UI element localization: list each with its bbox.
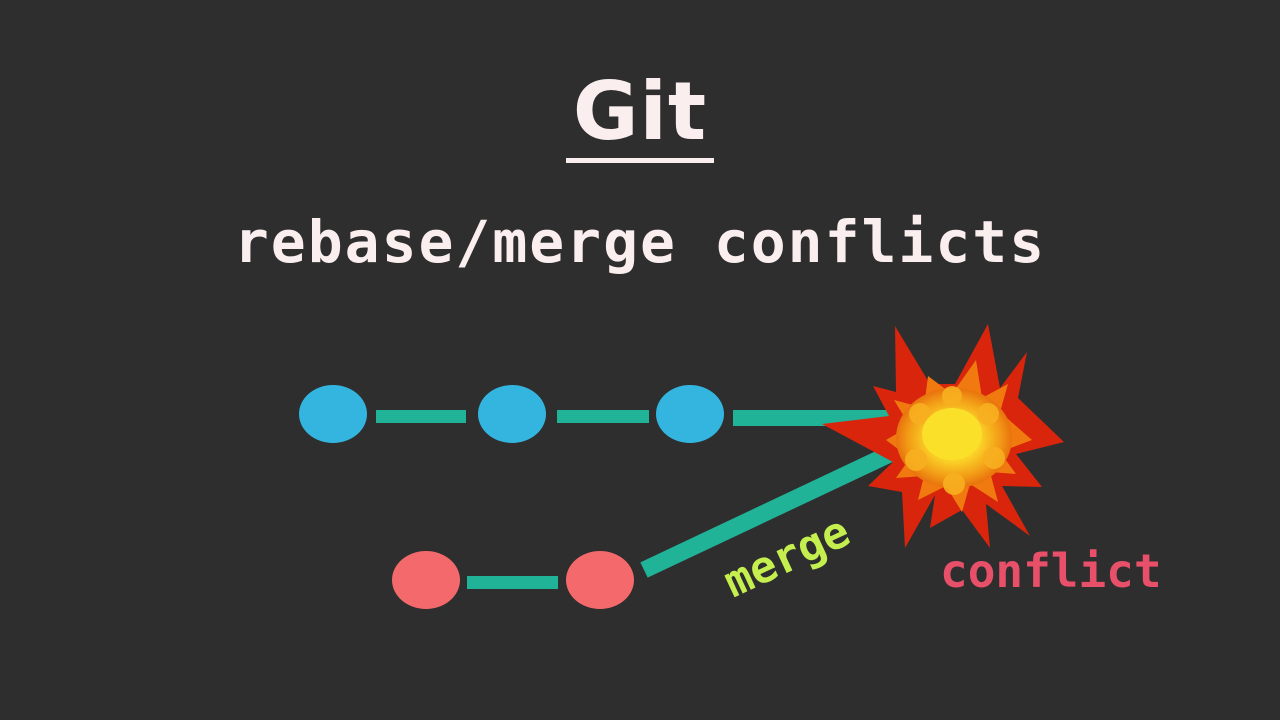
conflict-label: conflict xyxy=(940,544,1162,598)
feature-commit-2 xyxy=(566,551,634,609)
explosion-icon xyxy=(822,324,1064,548)
main-commit-1 xyxy=(299,385,367,443)
main-edge-1 xyxy=(376,410,466,423)
page-subtitle: rebase/merge conflicts xyxy=(233,208,1047,276)
main-edge-2 xyxy=(557,410,649,423)
title-underline xyxy=(566,158,714,163)
main-commit-3 xyxy=(656,385,724,443)
feature-edge-1 xyxy=(467,576,558,589)
merge-edge xyxy=(640,443,900,578)
feature-commit-1 xyxy=(392,551,460,609)
main-commit-2 xyxy=(478,385,546,443)
page-title: Git xyxy=(572,65,708,158)
